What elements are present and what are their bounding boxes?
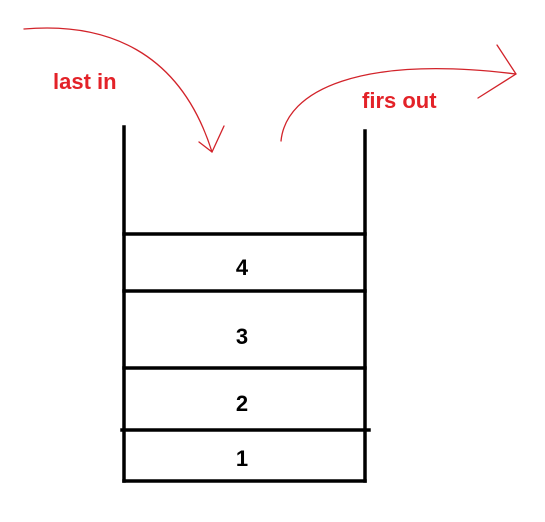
stack-item: 4 — [236, 255, 249, 280]
stack-item: 1 — [236, 446, 248, 471]
pop-arrow-curve — [280, 68, 517, 142]
push-label: last in — [53, 69, 117, 94]
push-arrow-curve — [23, 27, 213, 153]
stack-container — [120, 125, 371, 483]
stack-item: 2 — [236, 391, 248, 416]
stack-item: 3 — [236, 324, 248, 349]
push-arrowhead — [198, 125, 225, 153]
push-arrow — [23, 27, 225, 153]
pop-label: firs out — [362, 88, 437, 113]
pop-arrowhead — [477, 44, 517, 99]
pop-arrow — [280, 44, 517, 142]
